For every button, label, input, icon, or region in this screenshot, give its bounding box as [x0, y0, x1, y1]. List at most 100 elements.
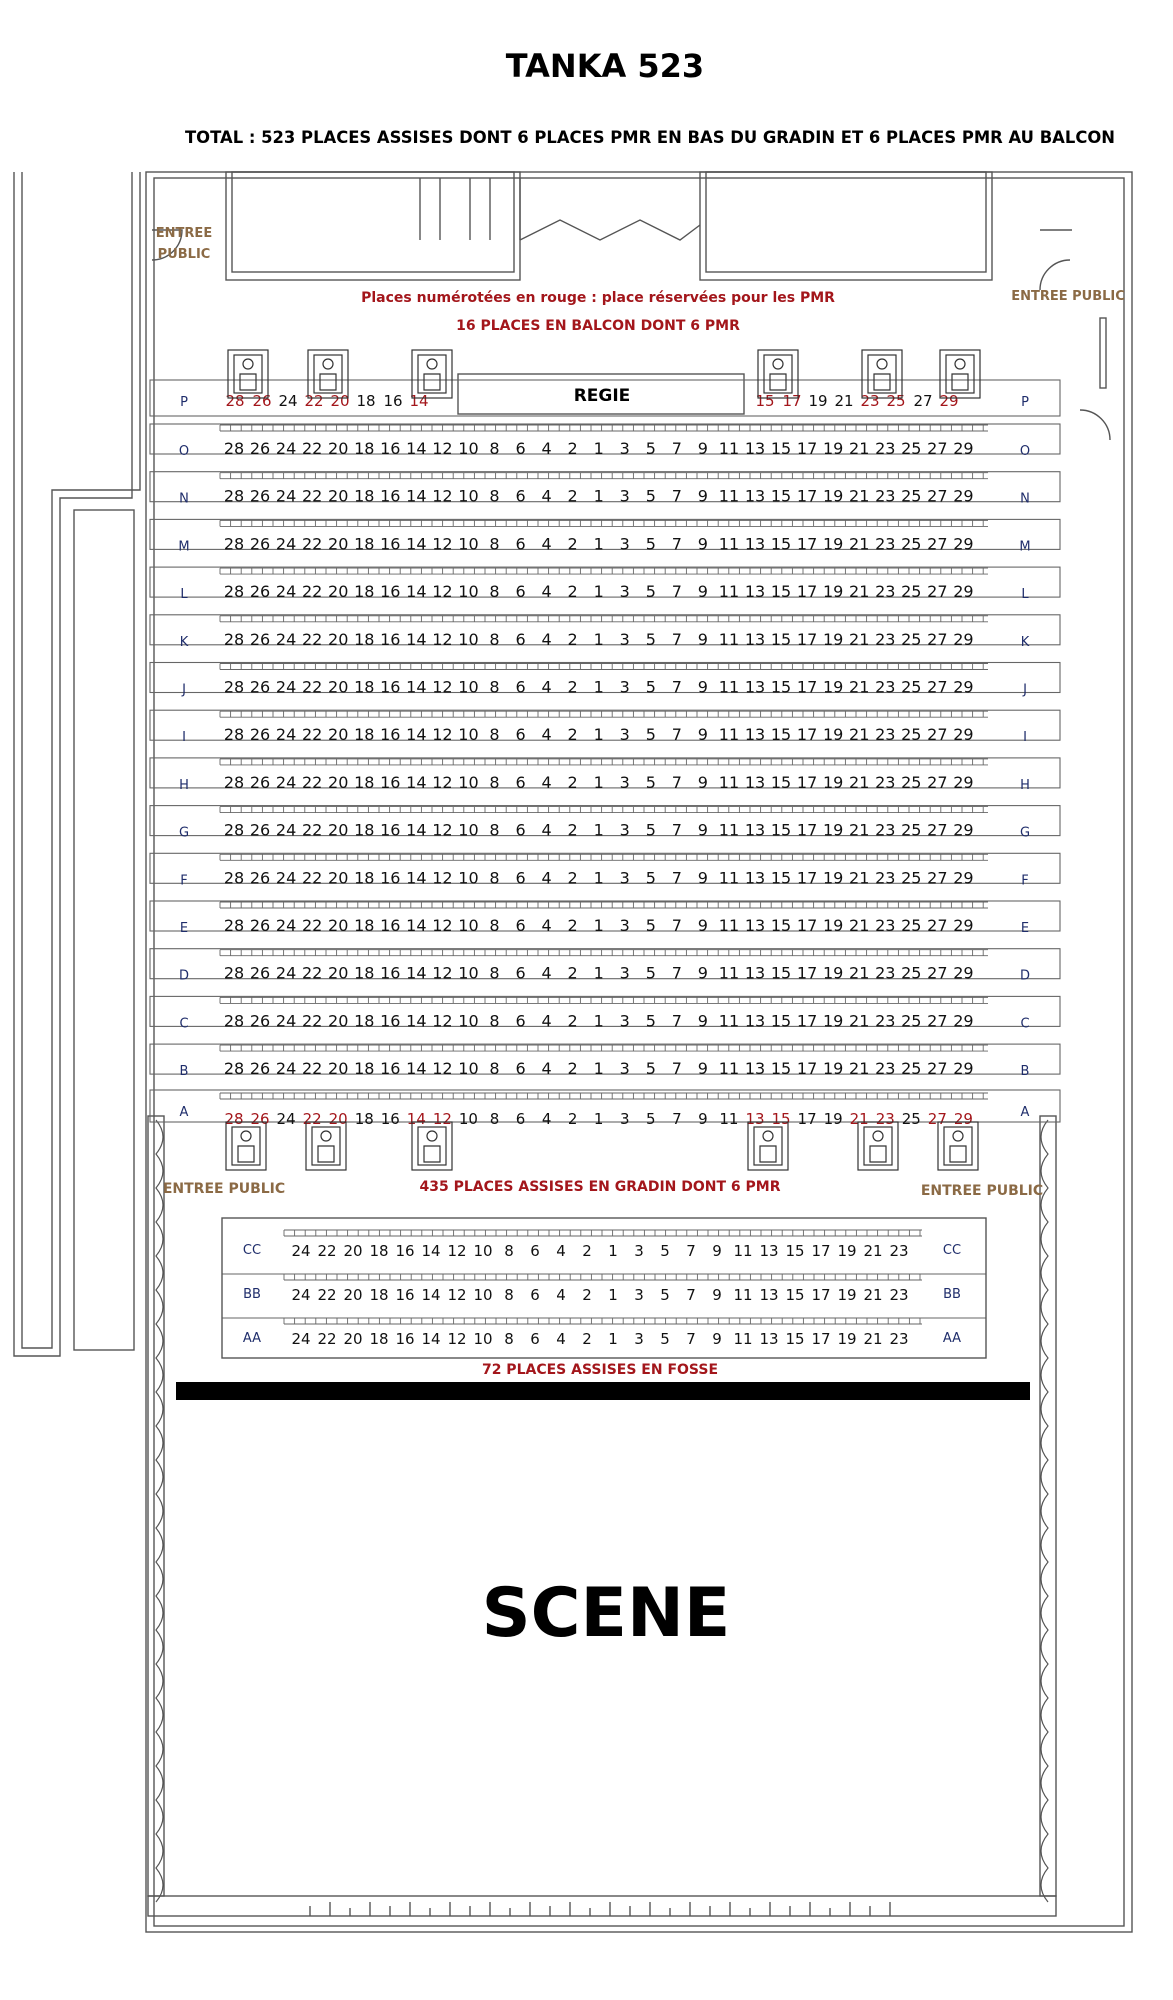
seat-number: 6 — [515, 439, 525, 458]
seat-number: 24 — [276, 439, 296, 458]
seat-number: 1 — [594, 821, 604, 840]
seat-number: 14 — [406, 1011, 426, 1030]
seat-number: 11 — [719, 916, 739, 935]
seat-number: 11 — [719, 773, 739, 792]
seat-number: 19 — [823, 630, 843, 649]
seat-number: 6 — [516, 1110, 526, 1128]
row-letter-left: O — [179, 444, 189, 459]
seat-number: 25 — [901, 821, 921, 840]
seat-number: 10 — [458, 678, 478, 697]
seat-number: 24 — [276, 1059, 296, 1078]
seat-number: 4 — [542, 534, 552, 553]
seat-number: 16 — [380, 916, 400, 935]
seat-backs-row-M — [219, 519, 988, 527]
seat-number: 23 — [875, 964, 895, 983]
pmr-seat-number: 12 — [433, 1110, 452, 1128]
pmr-seat-number: 14 — [407, 1110, 426, 1128]
seat-number: 27 — [927, 725, 947, 744]
seat-number: 18 — [354, 630, 374, 649]
seat-number: 6 — [515, 487, 525, 506]
page-title: TANKA 523 — [506, 47, 704, 85]
seat-number: 15 — [771, 916, 791, 935]
seat-number: 4 — [542, 964, 552, 983]
seat-number: 11 — [719, 1059, 739, 1078]
seat-number: 20 — [328, 821, 348, 840]
seat-number: 8 — [489, 773, 499, 792]
seat-number: 12 — [432, 439, 452, 458]
seat-number: 17 — [811, 1330, 830, 1348]
row-letter-left: B — [180, 1064, 189, 1079]
pmr-seat-number: 15 — [755, 392, 774, 410]
seat-number: 2 — [582, 1242, 592, 1260]
seat-number: 3 — [634, 1330, 644, 1348]
seat-number: 27 — [927, 916, 947, 935]
seat-number: 24 — [276, 773, 296, 792]
seat-number: 3 — [620, 1059, 630, 1078]
seat-number: 11 — [719, 1110, 738, 1128]
seat-number: 10 — [458, 1011, 478, 1030]
seat-number: 9 — [698, 1110, 708, 1128]
seat-backs-row-G — [219, 806, 988, 814]
seat-number: 17 — [811, 1242, 830, 1260]
seat-number: 4 — [556, 1242, 566, 1260]
seat-number: 8 — [504, 1286, 514, 1304]
seat-number: 24 — [276, 821, 296, 840]
seat-number: 26 — [250, 868, 270, 887]
pmr-seat-number: 21 — [850, 1110, 869, 1128]
seat-number: 8 — [489, 534, 499, 553]
pmr-seat-number: 28 — [225, 392, 244, 410]
seat-number: 23 — [889, 1242, 908, 1260]
seat-number: 18 — [354, 487, 374, 506]
row-letter-right: A — [1021, 1105, 1030, 1120]
seat-number: 5 — [646, 678, 656, 697]
scene-label: SCENE — [482, 1574, 731, 1653]
seat-number: 24 — [276, 582, 296, 601]
seat-number: 19 — [823, 868, 843, 887]
seat-number: 17 — [798, 1110, 817, 1128]
seat-number: 28 — [224, 582, 244, 601]
row-letter-left: L — [180, 587, 188, 602]
row-letter-right: H — [1020, 778, 1030, 793]
seat-number: 20 — [328, 868, 348, 887]
seat-number: 16 — [380, 630, 400, 649]
seat-number: 12 — [447, 1330, 466, 1348]
seat-number: 17 — [797, 1011, 817, 1030]
seat-number: 18 — [354, 821, 374, 840]
seat-number: 1 — [594, 630, 604, 649]
seat-number: 24 — [276, 678, 296, 697]
seat-number: 1 — [594, 773, 604, 792]
seat-number: 1 — [594, 916, 604, 935]
seat-number: 23 — [875, 821, 895, 840]
seat-number: 23 — [875, 582, 895, 601]
seat-number: 4 — [542, 916, 552, 935]
seat-number: 6 — [530, 1242, 540, 1260]
row-platform — [149, 661, 1061, 694]
seat-number: 7 — [672, 868, 682, 887]
seat-number: 23 — [875, 916, 895, 935]
seat-number: 14 — [406, 487, 426, 506]
seat-number: 7 — [672, 534, 682, 553]
seat-number: 27 — [927, 534, 947, 553]
seat-number: 29 — [953, 868, 973, 887]
seat-number: 28 — [224, 1011, 244, 1030]
seat-number: 13 — [745, 964, 765, 983]
seat-number: 4 — [542, 1110, 552, 1128]
seat-number: 1 — [594, 439, 604, 458]
seat-number: 24 — [276, 916, 296, 935]
seat-number: 6 — [515, 1059, 525, 1078]
seat-number: 19 — [823, 725, 843, 744]
seat-number: 25 — [901, 868, 921, 887]
seat-backs-row-O — [219, 424, 988, 432]
seat-number: 15 — [771, 487, 791, 506]
seat-number: 24 — [291, 1286, 310, 1304]
seat-number: 27 — [913, 392, 932, 410]
seat-number: 10 — [458, 916, 478, 935]
seat-number: 6 — [515, 868, 525, 887]
seat-number: 17 — [811, 1286, 830, 1304]
seat-number: 21 — [849, 964, 869, 983]
seat-number: 29 — [953, 630, 973, 649]
seat-number: 2 — [568, 534, 578, 553]
seat-number: 18 — [354, 678, 374, 697]
seat-number: 28 — [224, 916, 244, 935]
seat-number: 18 — [355, 1110, 374, 1128]
